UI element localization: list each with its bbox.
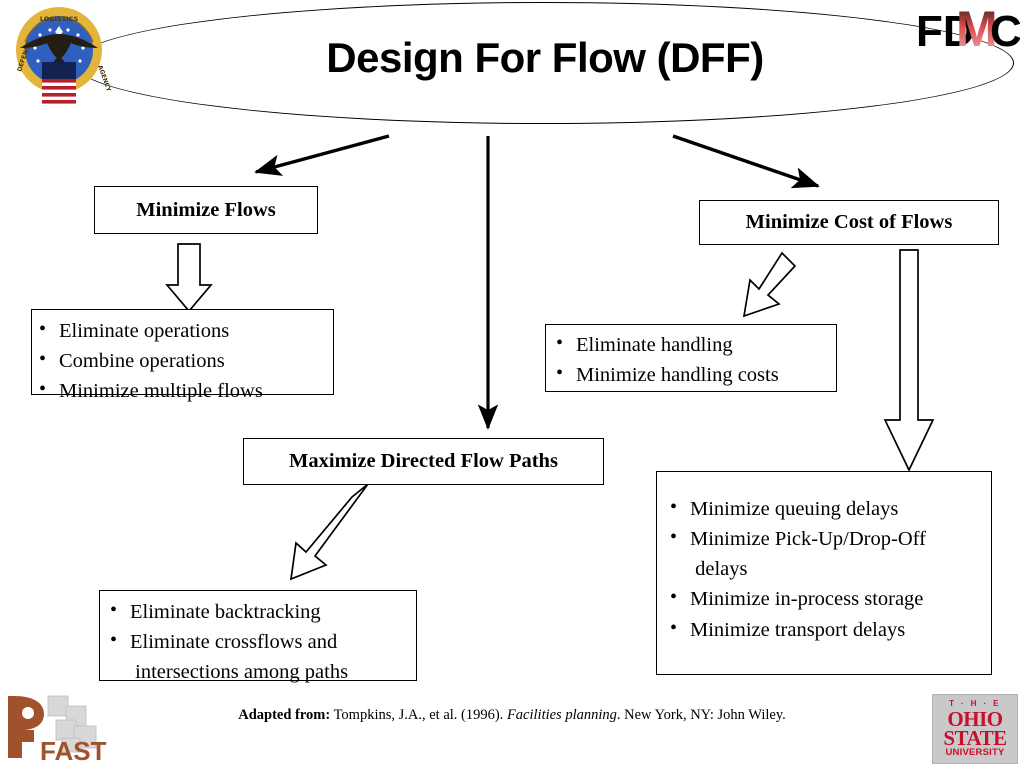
block-arrow-minimize-cost-to-delays [883, 249, 935, 472]
svg-text:M: M [956, 2, 998, 57]
bullet-icon: • [39, 318, 47, 340]
block-arrow-minimize-cost-to-handling [742, 251, 797, 318]
osu-ohio-text: OHIO [947, 707, 1003, 732]
bullet-icon: • [556, 362, 564, 385]
bullet-icon: • [39, 378, 47, 401]
node-minimize-flows-label: Minimize Flows [136, 198, 276, 221]
node-minimize-cost-label: Minimize Cost of Flows [745, 211, 953, 233]
osu-university-text: UNIVERSITY [945, 747, 1005, 759]
arrow-title-to-minimize-flows [254, 134, 390, 176]
bullet-icon: • [110, 629, 118, 652]
block-arrow-maximize-paths-to-list [289, 483, 369, 581]
list-minimize-handling: •Eliminate handling •Minimize handling c… [545, 324, 837, 392]
svg-text:AGENCY: AGENCY [96, 64, 112, 93]
list-item: •Eliminate backtracking [107, 597, 412, 627]
bullet-icon: • [670, 496, 678, 518]
list-minimize-flows: •Eliminate operations •Combine operation… [31, 309, 334, 402]
svg-text:FD: FD [916, 7, 975, 56]
list-item: •Minimize in-process storage [667, 584, 987, 614]
citation-prefix: Adapted from: [238, 707, 331, 723]
page-title: Design For Flow (DFF) [326, 34, 764, 81]
arrow-title-to-minimize-cost [672, 134, 820, 189]
svg-text:FAST: FAST [40, 736, 107, 766]
block-arrow-minimize-flows-to-list [165, 243, 213, 313]
list-item: •Minimize queuing delays [667, 494, 987, 524]
node-minimize-flows[interactable]: Minimize Flows [94, 186, 318, 234]
list-item: •Minimize transport delays [667, 615, 987, 645]
svg-text:C: C [990, 7, 1020, 56]
dla-seal-icon: LOGISTICS DEFENSE AGENCY [6, 4, 112, 108]
node-minimize-cost-of-flows[interactable]: Minimize Cost of Flows [699, 200, 999, 245]
list-item-continuation: delays [690, 558, 748, 581]
fast-logo-icon: FAST [4, 690, 124, 768]
ohio-state-logo: T · H · E OHIO STATE UNIVERSITY [932, 694, 1018, 764]
bullet-icon: • [39, 348, 47, 371]
citation-work-title: Facilities planning [506, 707, 617, 723]
list-item: •Minimize multiple flows [36, 376, 329, 406]
list-item: •Combine operations [36, 346, 329, 376]
bullet-icon: • [670, 526, 678, 549]
svg-text:LOGISTICS: LOGISTICS [40, 15, 79, 23]
list-item: •Eliminate handling [553, 330, 832, 360]
osu-the-text: T · H · E [949, 699, 1001, 709]
list-item: •Minimize Pick-Up/Drop-Off [667, 524, 987, 554]
bullet-icon: • [670, 586, 678, 609]
citation-authors: Tompkins, J.A., et al. (1996). [330, 707, 507, 723]
list-maximize-paths: •Eliminate backtracking •Eliminate cross… [99, 590, 417, 683]
bullet-icon: • [556, 332, 564, 354]
citation: Adapted from: Tompkins, J.A., et al. (19… [0, 707, 1024, 724]
citation-suffix: . New York, NY: John Wiley. [616, 707, 786, 723]
list-minimize-delays: •Minimize queuing delays •Minimize Pick-… [656, 471, 992, 675]
bullet-icon: • [110, 599, 118, 621]
osu-state-text: STATE [943, 726, 1007, 751]
node-maximize-directed-flow-paths[interactable]: Maximize Directed Flow Paths [243, 438, 604, 485]
bullet-icon: • [670, 616, 678, 639]
list-item: •Eliminate operations [36, 316, 329, 346]
node-maximize-paths-label: Maximize Directed Flow Paths [289, 450, 558, 472]
list-item: •Eliminate crossflows and [107, 627, 412, 657]
fdmc-logo-icon: FD M C [916, 1, 1022, 58]
list-item: •Minimize handling costs [553, 360, 832, 390]
list-item-continuation: intersections among paths [130, 661, 349, 684]
